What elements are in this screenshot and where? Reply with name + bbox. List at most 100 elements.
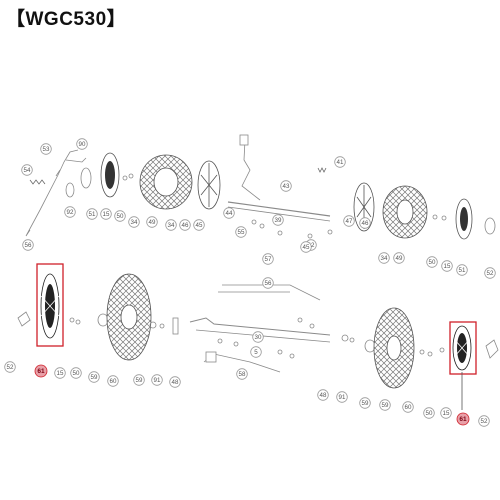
callout-circle <box>441 260 453 272</box>
part-number-label: 15 <box>103 211 110 218</box>
callout-circle <box>179 219 191 231</box>
callout-circle <box>146 216 158 228</box>
callout-circle <box>379 399 391 411</box>
callout-circle <box>133 374 145 386</box>
part-number-label: 5 <box>254 349 258 356</box>
callout-circle <box>100 208 112 220</box>
callout-circle <box>34 364 48 378</box>
callout-circle <box>169 376 181 388</box>
part-number-label: 15 <box>443 410 450 417</box>
rear-axle <box>227 201 331 217</box>
callout-circle <box>343 215 355 227</box>
bottom-right-assembly <box>341 307 499 410</box>
bottom-middle-assembly <box>189 284 331 373</box>
part-number-label: 34 <box>131 219 138 226</box>
callout-circle <box>262 253 274 265</box>
part-number-label: 59 <box>362 400 369 407</box>
part-number-label: 60 <box>405 404 412 411</box>
part-number-label: 57 <box>265 256 272 263</box>
part-number-label: 52 <box>7 364 14 371</box>
part-number-label: 47 <box>346 218 353 225</box>
callout-circle <box>252 331 264 343</box>
callout-circle <box>272 214 284 226</box>
part-number-label: 43 <box>283 183 290 190</box>
part-number-label: 50 <box>117 213 124 220</box>
part-number-label: 44 <box>226 210 233 217</box>
part-number-label: 45 <box>196 222 203 229</box>
part-number-label: 59 <box>382 402 389 409</box>
part-number-label: 61 <box>459 416 467 423</box>
part-number-label: 91 <box>339 394 346 401</box>
callout-circle <box>336 391 348 403</box>
callout-circle <box>54 367 66 379</box>
callout-circle <box>64 206 76 218</box>
part-number-label: 15 <box>444 263 451 270</box>
callout-circle <box>262 277 274 289</box>
part-number-label: 91 <box>154 377 161 384</box>
callout-circle <box>151 374 163 386</box>
part-number-label: 46 <box>362 220 369 227</box>
part-number-label: 56 <box>25 242 32 249</box>
part-number-label: 60 <box>110 378 117 385</box>
part-number-label: 51 <box>89 211 96 218</box>
part-number-label: 48 <box>320 392 327 399</box>
page-title: 【WGC530】 <box>6 9 127 30</box>
callout-circle <box>236 368 248 380</box>
part-number-label: 55 <box>238 229 245 236</box>
callout-circle <box>4 361 16 373</box>
callout-circle <box>317 389 329 401</box>
part-number-label: 41 <box>337 159 344 166</box>
callout-circle <box>426 256 438 268</box>
part-number-label: 90 <box>79 141 86 148</box>
callout-circle <box>359 397 371 409</box>
callout-circle <box>378 252 390 264</box>
spring-part <box>317 167 327 173</box>
part-number-label: 34 <box>381 255 388 262</box>
callout-circle <box>250 346 262 358</box>
callout-circle <box>280 180 292 192</box>
part-number-label: 50 <box>426 410 433 417</box>
callout-circle <box>393 252 405 264</box>
part-number-label: 48 <box>172 379 179 386</box>
callout-circle <box>193 219 205 231</box>
adjust-rod <box>25 149 79 237</box>
handle-bracket <box>241 139 261 201</box>
part-number-label: 50 <box>73 370 80 377</box>
part-number-label: 53 <box>43 146 50 153</box>
callout-circle <box>70 367 82 379</box>
callout-circle <box>76 138 88 150</box>
callout-circle <box>107 375 119 387</box>
callout-circle <box>165 219 177 231</box>
callout-circle <box>22 239 34 251</box>
callout-circle <box>456 412 470 426</box>
bottom-left-assembly <box>17 263 179 361</box>
part-number-label: 45 <box>303 244 310 251</box>
callout-circle <box>334 156 346 168</box>
part-number-label: 92 <box>67 209 74 216</box>
part-number-label: 30 <box>255 334 262 341</box>
part-number-label: 59 <box>91 374 98 381</box>
top-assembly <box>25 134 496 240</box>
callout-circle <box>86 208 98 220</box>
callout-circle <box>300 241 312 253</box>
callout-circle <box>440 407 452 419</box>
callout-circle <box>478 415 490 427</box>
bracket-part <box>65 182 75 198</box>
callout-circle <box>235 226 247 238</box>
callout-circle <box>456 264 468 276</box>
part-number-label: 52 <box>487 270 494 277</box>
part-number-label: 49 <box>149 219 156 226</box>
part-number-label: 56 <box>265 280 272 287</box>
callout-circle <box>40 143 52 155</box>
callout-circle <box>484 267 496 279</box>
part-number-label: 51 <box>459 267 466 274</box>
spring-part <box>29 179 46 185</box>
part-number-label: 61 <box>37 368 45 375</box>
callout-circle <box>128 216 140 228</box>
part-number-label: 58 <box>239 371 246 378</box>
callout-circle <box>88 371 100 383</box>
part-number-label: 46 <box>182 222 189 229</box>
part-number-label: 52 <box>481 418 488 425</box>
highlight-box-left <box>36 263 64 347</box>
